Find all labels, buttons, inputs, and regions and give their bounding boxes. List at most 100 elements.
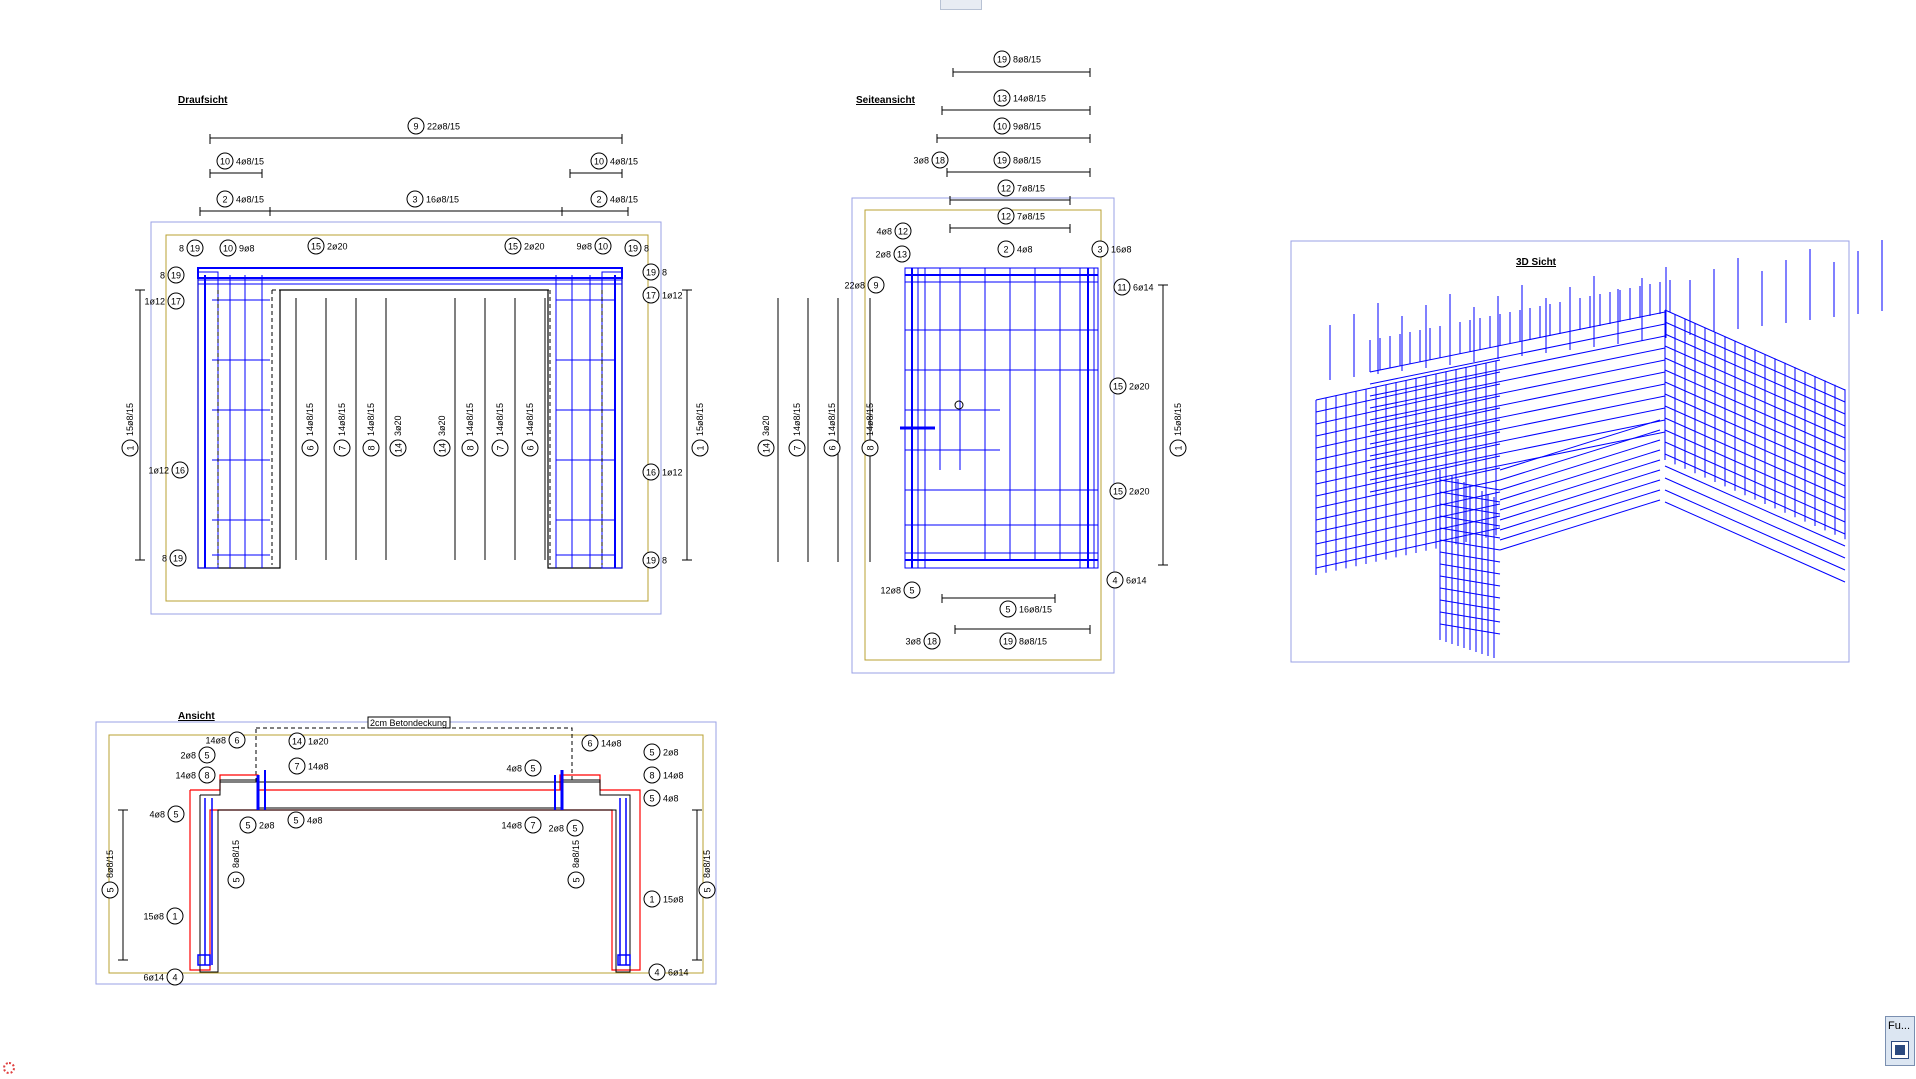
cage-bar [1315,443,1501,485]
cover-label-box [367,716,451,729]
marker-circle [216,190,234,208]
cage-bar [1439,587,1501,599]
top-tab-stub[interactable] [940,0,982,10]
marker-circle [461,439,479,457]
marker-circle [788,439,806,457]
marker-text: 9ø8 [239,244,255,254]
rebar-marker[interactable]: 198 [160,266,185,284]
marker-circle [691,439,709,457]
marker-text: 4ø8 [876,227,892,237]
marker-text: 8 [662,268,667,278]
marker-text: 14ø8 [175,771,196,781]
marker-number: 7 [338,445,348,450]
rebar-marker[interactable]: 198 [179,239,204,257]
rebar-marker[interactable]: 198 [162,549,187,567]
marker-number: 11 [1117,283,1126,293]
function-panel-button[interactable]: Fu... [1885,1016,1915,1066]
marker-number: 10 [594,157,604,167]
cage-bar [1315,395,1501,437]
marker-circle [288,732,306,750]
marker-circle [407,117,425,135]
marker-number: 6 [306,445,316,450]
marker-text: 2ø8 [259,821,275,831]
